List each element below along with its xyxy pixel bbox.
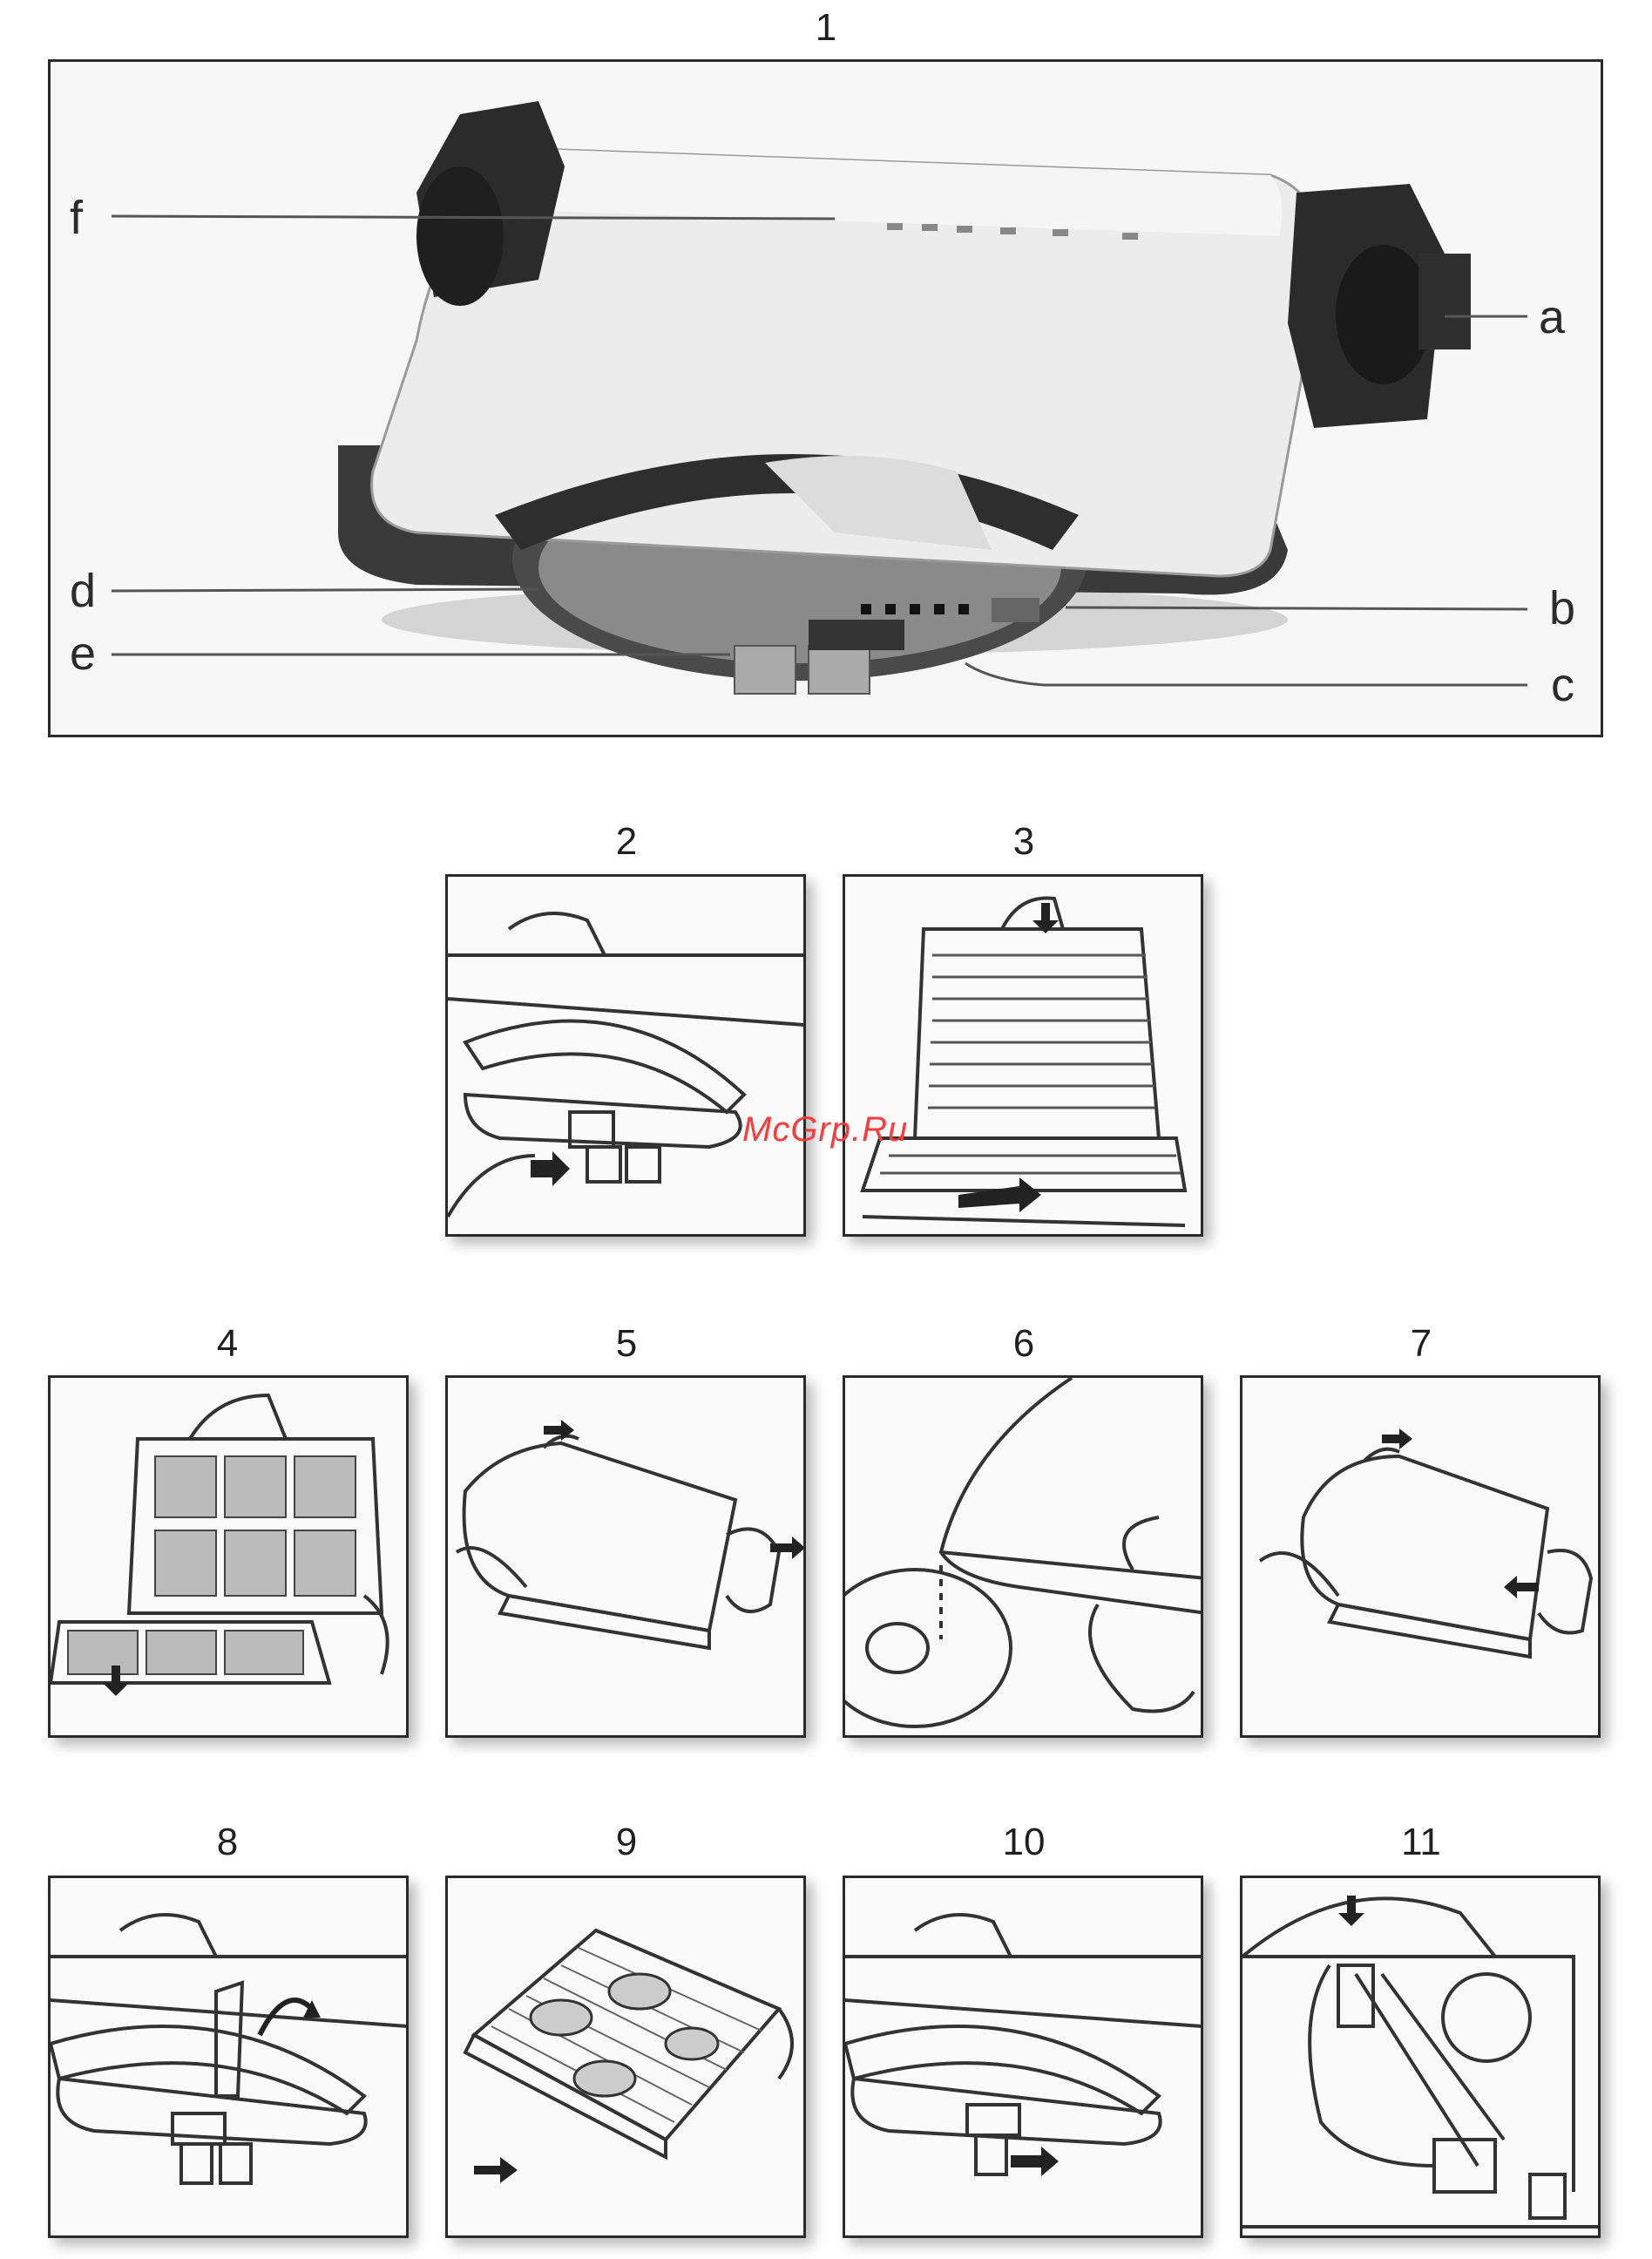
figure-number-8: 8	[175, 1823, 280, 1862]
step-8-panel	[48, 1876, 409, 2238]
step-10-panel	[843, 1876, 1203, 2238]
step-3-illustration	[845, 877, 1203, 1237]
step-6-illustration	[845, 1378, 1203, 1738]
figure-1-frame: f a d b e c	[48, 59, 1603, 737]
figure-number-6: 6	[972, 1325, 1076, 1363]
callout-c: c	[1551, 661, 1574, 709]
figure-number-9: 9	[574, 1823, 679, 1862]
contact-grill-illustration	[51, 62, 1603, 737]
figure-number-2: 2	[574, 823, 679, 861]
step-7-illustration	[1242, 1378, 1601, 1738]
figure-number-5: 5	[574, 1325, 679, 1363]
step-2-illustration	[448, 877, 806, 1237]
step-9-panel	[445, 1876, 806, 2238]
callout-b: b	[1549, 585, 1575, 632]
step-5-panel	[445, 1375, 806, 1738]
figure-number-3: 3	[972, 823, 1076, 861]
step-6-panel	[843, 1375, 1203, 1738]
step-5-illustration	[448, 1378, 806, 1738]
step-10-illustration	[845, 1878, 1203, 2238]
callout-e: e	[70, 630, 96, 677]
step-9-illustration	[448, 1878, 806, 2238]
step-4-illustration	[51, 1378, 409, 1738]
step-7-panel	[1240, 1375, 1601, 1738]
figure-number-10: 10	[972, 1823, 1076, 1862]
step-11-panel	[1240, 1876, 1601, 2238]
watermark: McGrp.Ru	[742, 1110, 908, 1150]
callout-d: d	[70, 567, 96, 614]
figure-number-4: 4	[175, 1325, 280, 1363]
figure-number-1: 1	[774, 9, 878, 47]
step-8-illustration	[51, 1878, 409, 2238]
callout-f: f	[70, 194, 83, 241]
step-3-panel	[843, 874, 1203, 1237]
step-4-panel	[48, 1375, 409, 1738]
step-2-panel	[445, 874, 806, 1237]
callout-a: a	[1539, 294, 1565, 341]
step-11-illustration	[1242, 1878, 1601, 2238]
figure-number-7: 7	[1369, 1325, 1473, 1363]
figure-number-11: 11	[1369, 1823, 1473, 1862]
